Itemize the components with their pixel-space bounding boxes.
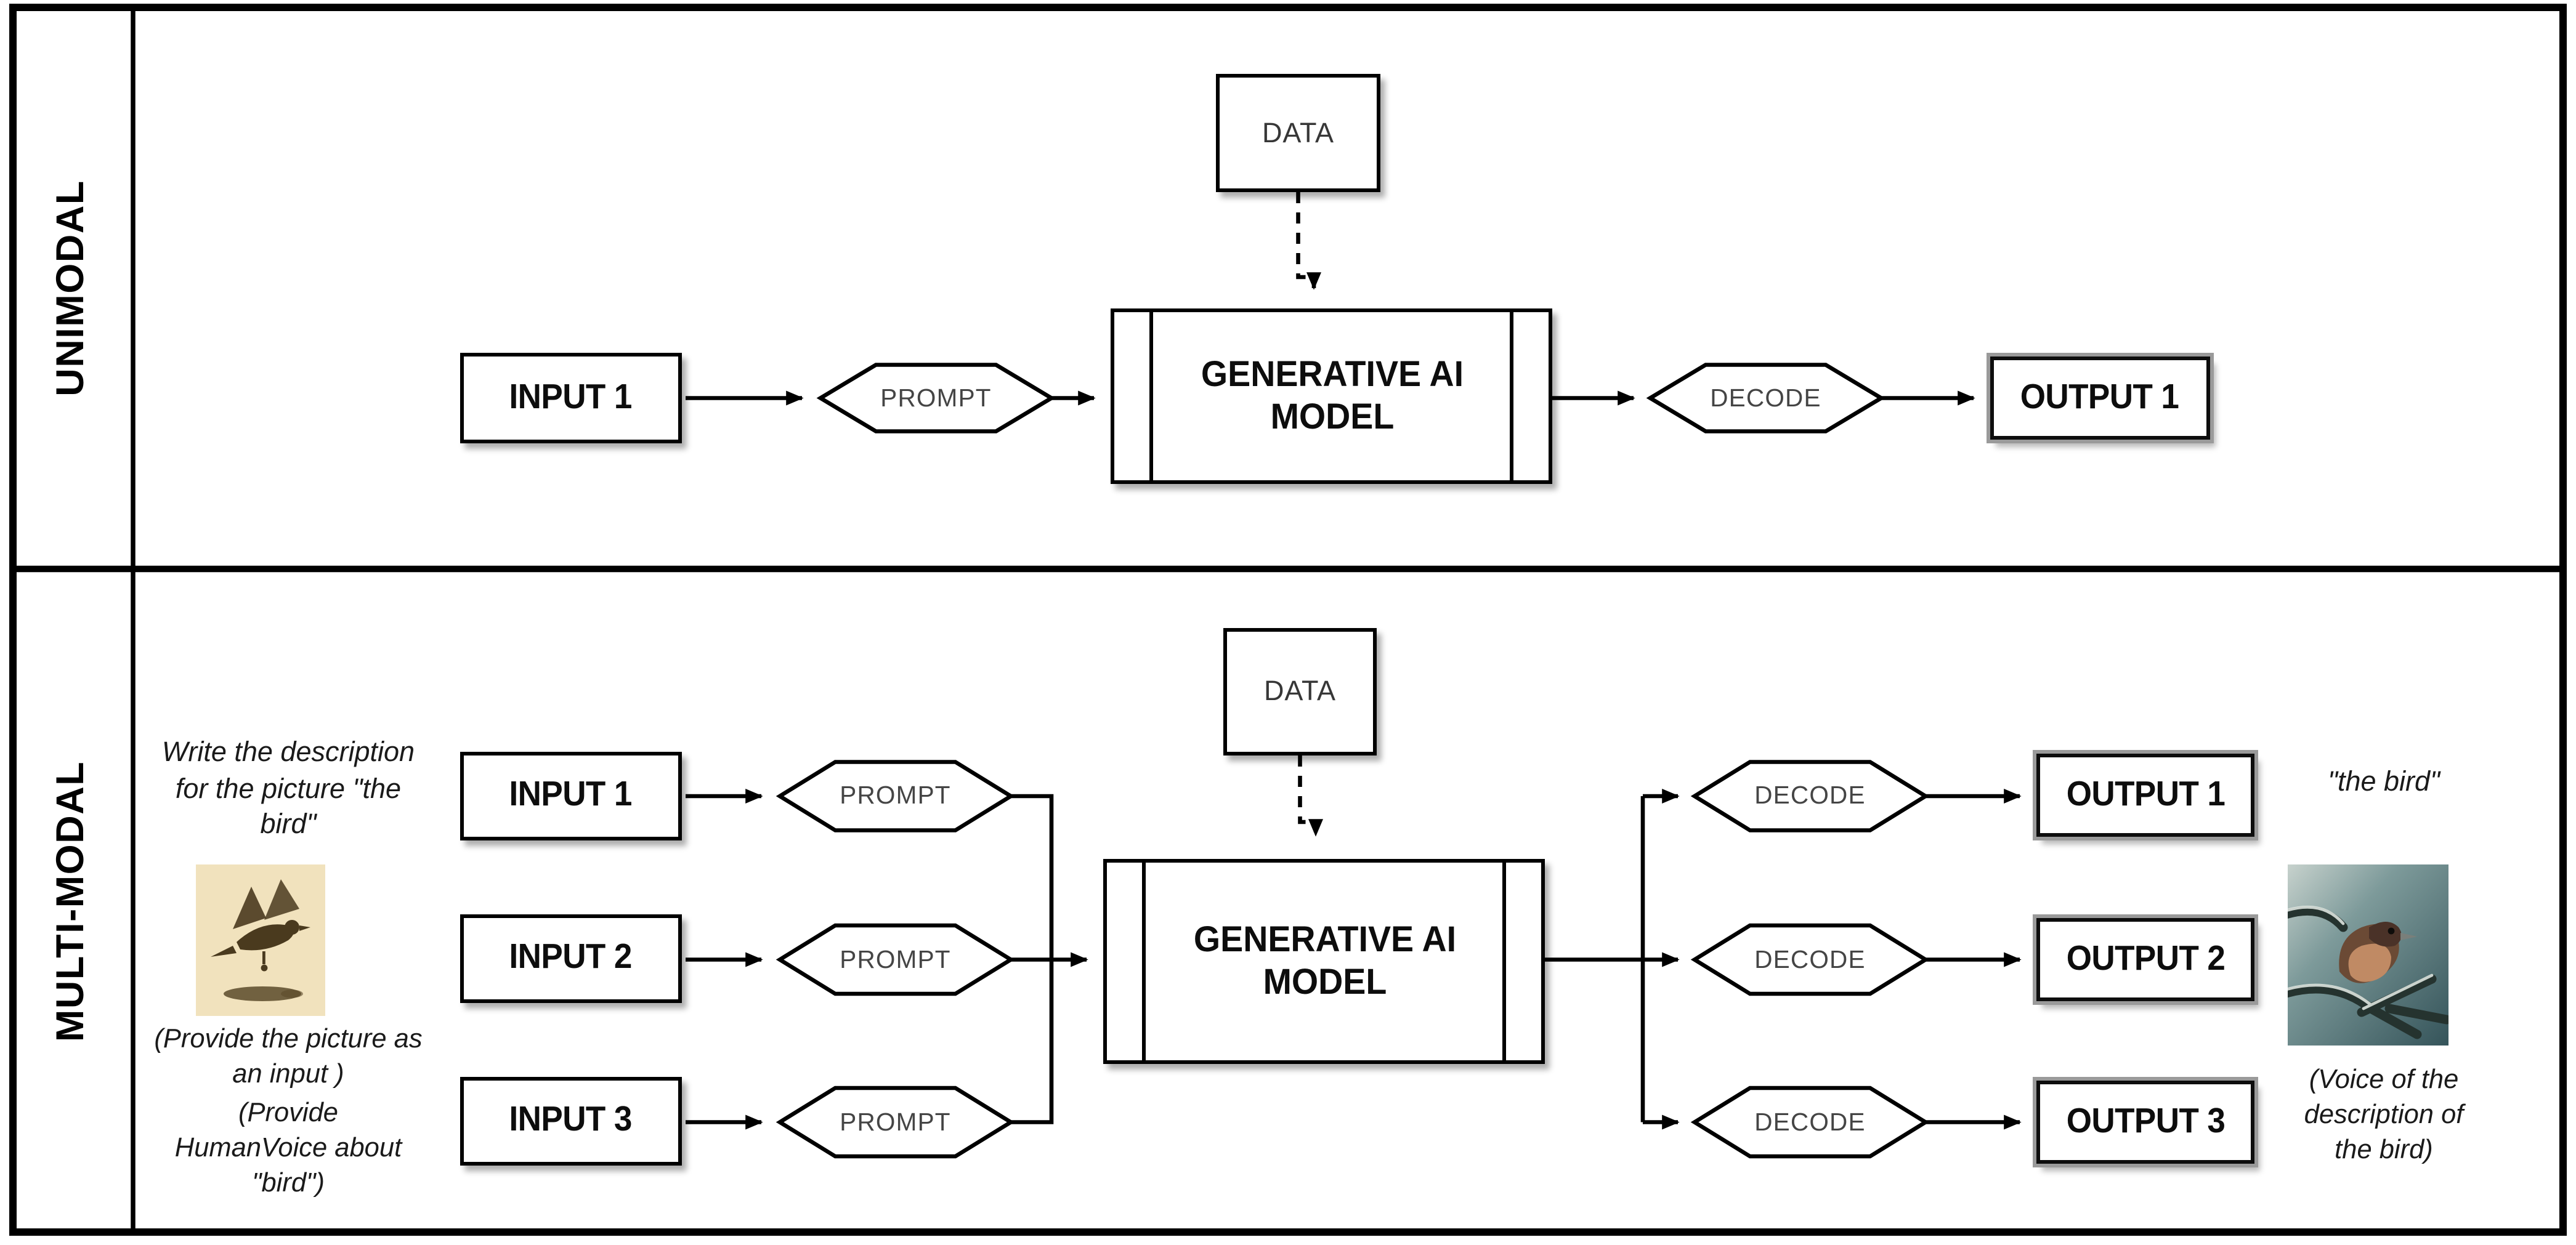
input-bird-sketch-image <box>196 864 325 1016</box>
output3-box: OUTPUT 3 <box>2033 1077 2258 1167</box>
data-label: DATA <box>1264 676 1336 707</box>
row-label-unimodal: UNIMODAL <box>50 180 92 397</box>
input3-box: INPUT 3 <box>460 1077 682 1166</box>
model-right-bar <box>1502 863 1506 1060</box>
model-right-bar <box>1509 312 1513 480</box>
decode2-label: DECODE <box>1754 946 1866 973</box>
output2-label: OUTPUT 2 <box>2066 939 2225 978</box>
input3-label: INPUT 3 <box>509 1101 633 1140</box>
decode1-label: DECODE <box>1754 781 1866 809</box>
input1-label: INPUT 1 <box>509 776 633 815</box>
output1-box-unimodal: OUTPUT 1 <box>1987 353 2214 443</box>
input1-box: INPUT 1 <box>460 752 682 840</box>
output3-label: OUTPUT 3 <box>2066 1102 2225 1141</box>
model-left-bar <box>1149 312 1154 480</box>
output1-box: OUTPUT 1 <box>2033 750 2258 840</box>
model-box-multimodal: GENERATIVE AI MODEL <box>1103 859 1545 1064</box>
model-label: GENERATIVE AI MODEL <box>1193 919 1456 1002</box>
prompt3-label: PROMPT <box>840 1108 951 1136</box>
data-box-multimodal: DATA <box>1223 628 1377 755</box>
note-output-text: "the bird" <box>2327 767 2440 798</box>
prompt-label-unimodal: PROMPT <box>880 384 992 412</box>
note-provide-voice: (Provide HumanVoice about "bird") <box>174 1099 402 1199</box>
model-box-unimodal: GENERATIVE AI MODEL <box>1111 308 1552 484</box>
output-bird-photo-image <box>2288 864 2448 1046</box>
decode-label-unimodal: DECODE <box>1710 384 1821 412</box>
model-label: GENERATIVE AI MODEL <box>1200 353 1463 437</box>
data-label: DATA <box>1262 117 1334 149</box>
model-left-bar <box>1142 863 1146 1060</box>
note-provide-picture: (Provide the picture as an input ) <box>154 1025 423 1090</box>
output1-label: OUTPUT 1 <box>2020 377 2180 417</box>
input2-label: INPUT 2 <box>509 938 633 977</box>
decode3-label: DECODE <box>1754 1108 1866 1136</box>
row-label-multimodal: MULTI-MODAL <box>50 760 92 1042</box>
prompt1-label: PROMPT <box>840 781 951 809</box>
data-box-unimodal: DATA <box>1216 74 1380 192</box>
prompt2-label: PROMPT <box>840 946 951 973</box>
output1-label: OUTPUT 1 <box>2066 775 2225 814</box>
input1-box-unimodal: INPUT 1 <box>460 353 682 443</box>
note-write-description: Write the description for the picture "t… <box>161 737 415 840</box>
input1-label: INPUT 1 <box>509 377 633 417</box>
output2-box: OUTPUT 2 <box>2033 914 2258 1005</box>
input2-box: INPUT 2 <box>460 914 682 1003</box>
note-voice-output: (Voice of the description of the bird) <box>2304 1066 2464 1166</box>
